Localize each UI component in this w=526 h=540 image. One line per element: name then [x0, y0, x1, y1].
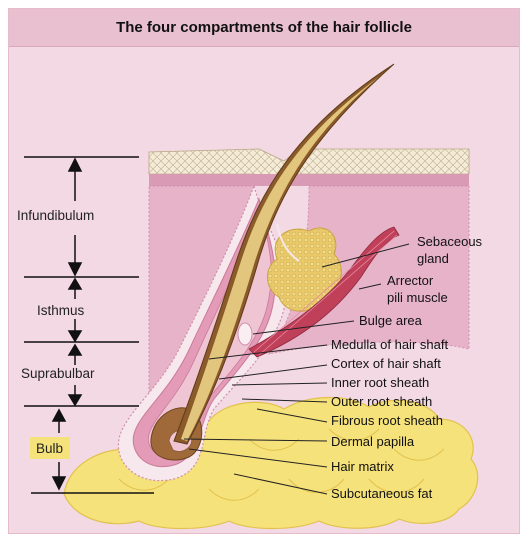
- label-outer-root-sheath: Outer root sheath: [331, 394, 432, 409]
- label-fibrous-root-sheath: Fibrous root sheath: [331, 413, 443, 428]
- compartment-label-infundibulum: Infundibulum: [17, 208, 94, 223]
- label-arrector: Arrector: [387, 273, 434, 288]
- label-hair-matrix: Hair matrix: [331, 459, 394, 474]
- label-sebaceous-gland: gland: [417, 251, 449, 266]
- label-arrector-pili-muscle: pili muscle: [387, 290, 448, 305]
- label-inner-root-sheath: Inner root sheath: [331, 375, 429, 390]
- compartment-label-bulb: Bulb: [36, 441, 63, 456]
- diagram-frame: The four compartments of the hair follic…: [8, 8, 520, 534]
- label-sebaceous: Sebaceous: [417, 234, 483, 249]
- compartment-label-isthmus: Isthmus: [37, 303, 85, 318]
- label-medulla: Medulla of hair shaft: [331, 337, 448, 352]
- compartment-label-suprabulbar: Suprabulbar: [21, 366, 95, 381]
- label-cortex: Cortex of hair shaft: [331, 356, 441, 371]
- hair-follicle-diagram: Infundibulum Isthmus Suprabulbar Bulb Se…: [9, 9, 519, 533]
- label-bulge-area: Bulge area: [359, 313, 423, 328]
- bulge-area-shape: [238, 323, 252, 345]
- label-subcutaneous-fat: Subcutaneous fat: [331, 486, 433, 501]
- label-dermal-papilla: Dermal papilla: [331, 434, 415, 449]
